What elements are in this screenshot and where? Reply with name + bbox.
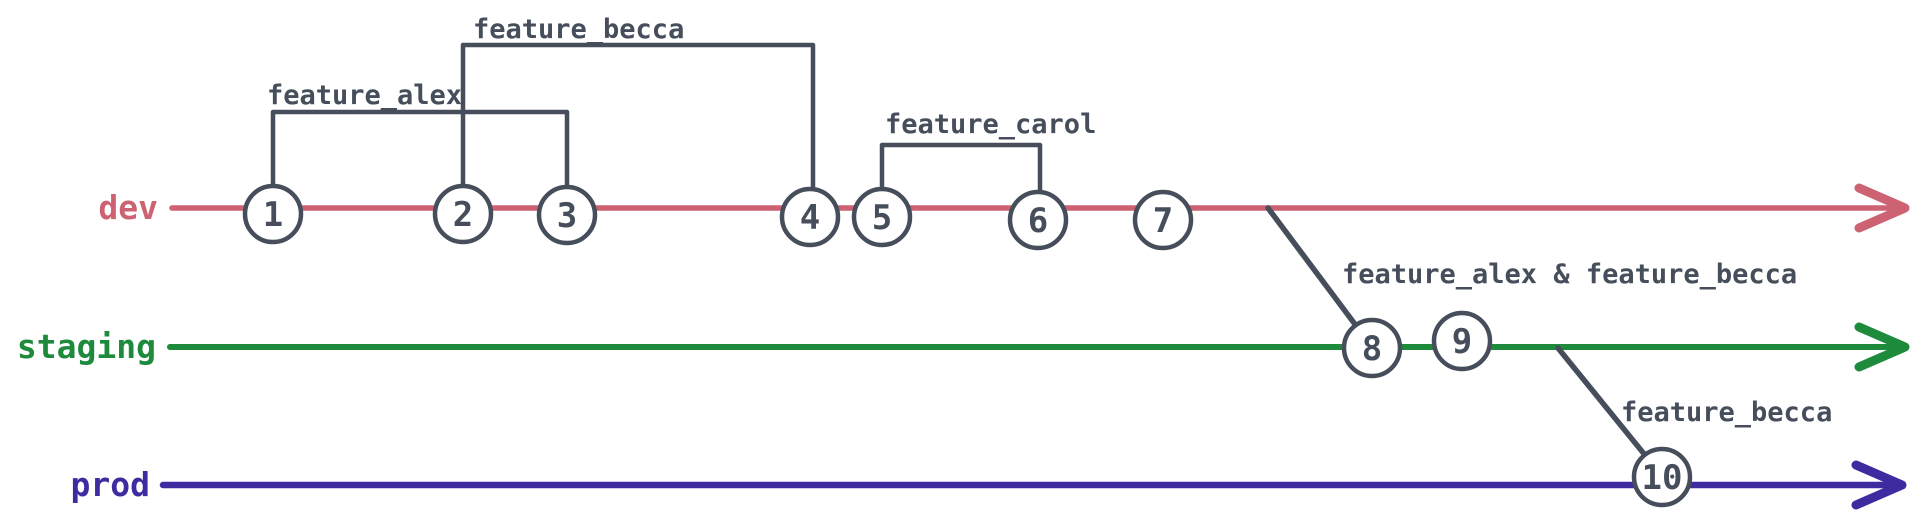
commit-node-1: 1 [242, 183, 304, 245]
commit-circle-1 [242, 183, 304, 245]
branch-label-prod: prod [71, 465, 150, 504]
feature-bracket-feature_becca [460, 42, 816, 196]
commit-node-9: 9 [1431, 310, 1493, 372]
commit-circle-9 [1431, 310, 1493, 372]
commit-circle-7 [1132, 189, 1194, 251]
commit-node-10: 10 [1631, 446, 1693, 508]
commit-nodes-layer: 1 2 3 4 5 6 7 8 9 10 [242, 183, 1693, 508]
feature-bracket-label-feature_alex: feature_alex [267, 80, 462, 111]
merge-label-2: feature_becca [1621, 397, 1832, 428]
commit-circle-2 [432, 183, 494, 245]
feature-bracket-label-feature_becca: feature_becca [473, 14, 684, 45]
commit-number-2: 2 [453, 195, 473, 235]
merge-label-1: feature_alex & feature_becca [1342, 259, 1797, 290]
commit-node-4: 4 [779, 186, 841, 248]
commit-number-3: 3 [557, 196, 577, 236]
commit-node-5: 5 [851, 186, 913, 248]
labels-layer: devstagingprodfeature_alexfeature_beccaf… [17, 14, 1832, 504]
feature-brackets-layer [270, 42, 1043, 199]
feature-bracket-feature_carol [879, 142, 1043, 199]
commit-circle-6 [1007, 189, 1069, 251]
commit-node-7: 7 [1132, 189, 1194, 251]
commit-number-5: 5 [872, 198, 892, 238]
branch-label-staging: staging [17, 327, 156, 366]
commit-node-2: 2 [432, 183, 494, 245]
branch-arrowhead-dev [1854, 183, 1910, 233]
commit-number-9: 9 [1452, 322, 1472, 362]
branch-arrowhead-staging [1854, 322, 1910, 372]
commit-number-8: 8 [1362, 329, 1382, 369]
feature-bracket-feature_alex [270, 109, 570, 194]
commit-number-6: 6 [1028, 201, 1048, 241]
commit-number-10: 10 [1642, 458, 1683, 498]
commit-number-7: 7 [1153, 201, 1173, 241]
feature-bracket-label-feature_carol: feature_carol [885, 109, 1096, 140]
commit-node-6: 6 [1007, 189, 1069, 251]
commit-node-3: 3 [536, 184, 598, 246]
commit-circle-8 [1341, 317, 1403, 379]
branch-arrowhead-prod [1851, 460, 1907, 510]
commit-number-1: 1 [263, 195, 283, 235]
commit-circle-3 [536, 184, 598, 246]
commit-node-8: 8 [1341, 317, 1403, 379]
branch-label-dev: dev [98, 188, 158, 227]
commit-circle-10 [1631, 446, 1693, 508]
commit-circle-4 [779, 186, 841, 248]
commit-circle-5 [851, 186, 913, 248]
commit-number-4: 4 [800, 198, 820, 238]
